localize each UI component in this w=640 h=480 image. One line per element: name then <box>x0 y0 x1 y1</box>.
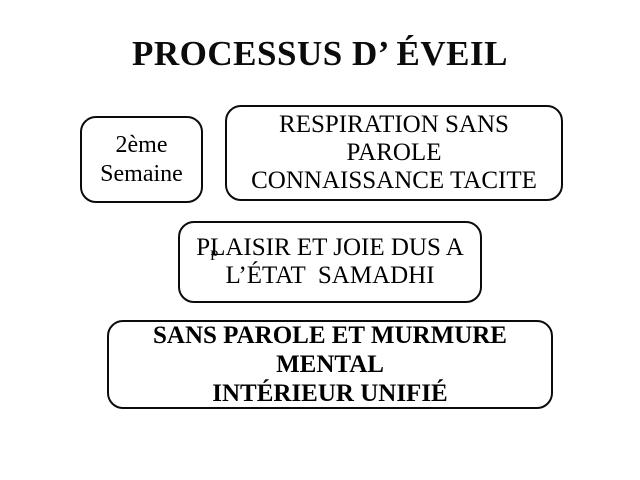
box-line: MENTAL <box>276 351 384 378</box>
box-line: PAROLE <box>346 139 442 166</box>
box-line: 2ème <box>115 131 168 158</box>
box-plaisir-joie-samadhi: PLAISIR ET JOIE DUS A L’ÉTAT SAMADHI P <box>178 221 482 303</box>
box-line: RESPIRATION SANS <box>279 111 509 138</box>
box-line: INTÉRIEUR UNIFIÉ <box>212 380 448 407</box>
box-2eme-semaine: 2ème Semaine <box>80 116 203 203</box>
box-line: PLAISIR ET JOIE DUS A <box>196 234 464 261</box>
box-line: L’ÉTAT SAMADHI <box>225 262 435 289</box>
stray-p-artifact: P <box>210 248 219 264</box>
box-line: Semaine <box>100 160 183 187</box>
box-respiration-sans-parole: RESPIRATION SANS PAROLE CONNAISSANCE TAC… <box>225 105 563 201</box>
slide-title: PROCESSUS D’ ÉVEIL <box>132 34 508 73</box>
box-line: CONNAISSANCE TACITE <box>251 167 537 194</box>
box-line: SANS PAROLE ET MURMURE <box>153 322 507 349</box>
box-sans-parole-murmure: SANS PAROLE ET MURMURE MENTAL INTÉRIEUR … <box>107 320 553 409</box>
